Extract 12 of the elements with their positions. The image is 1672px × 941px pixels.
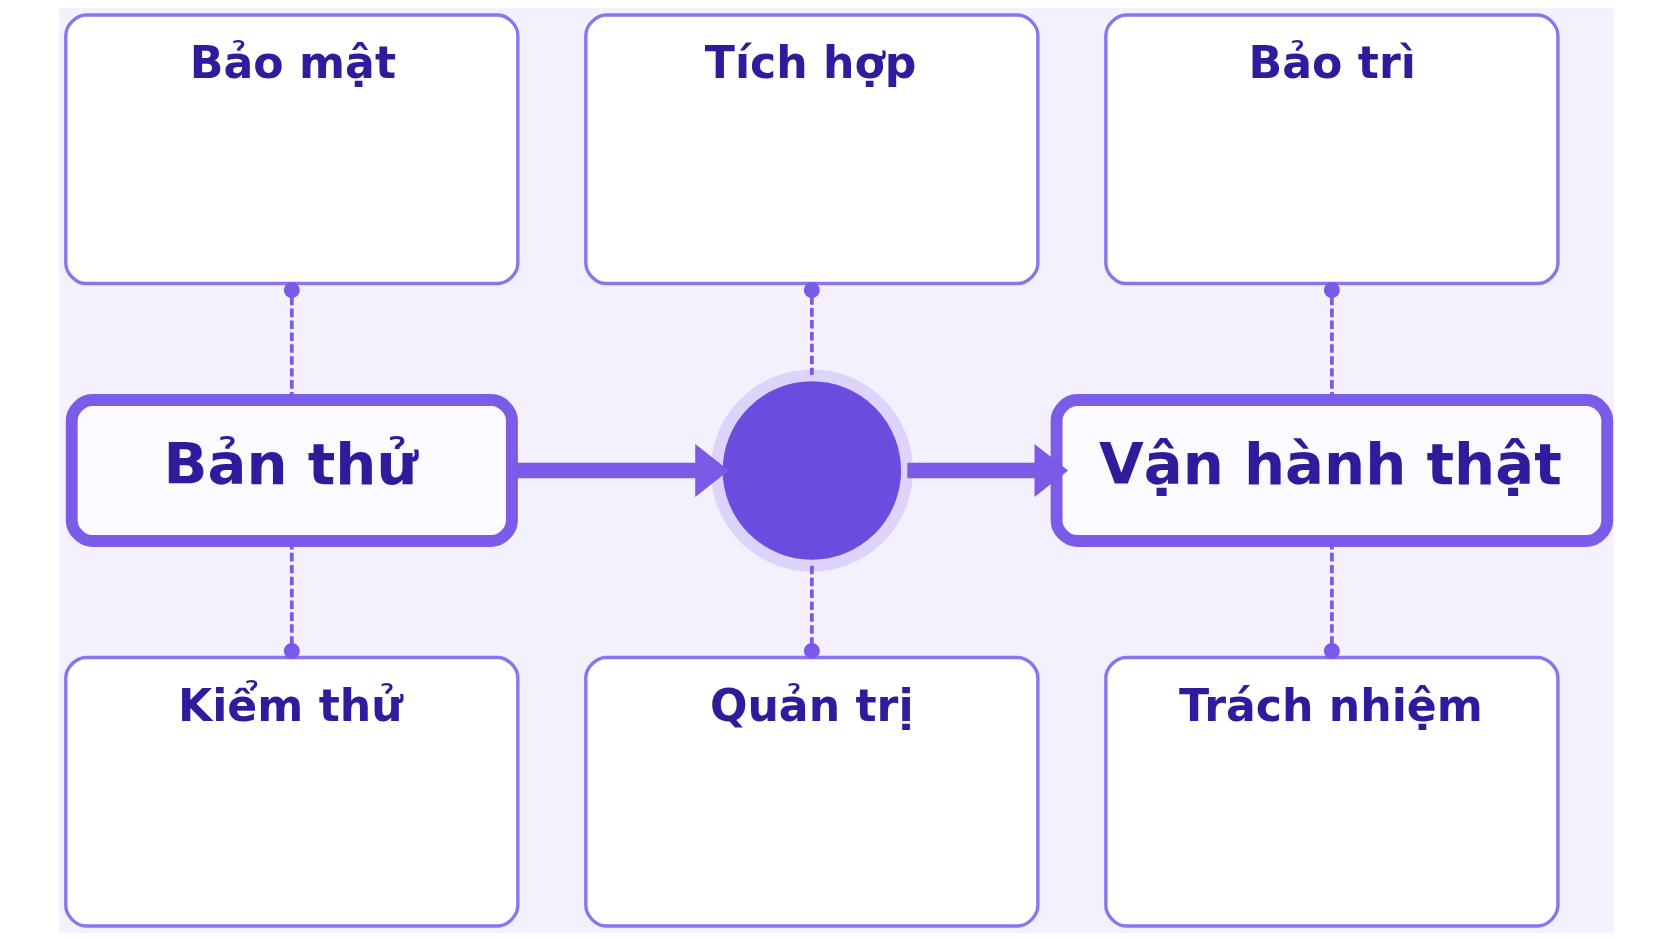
node-box: Bảo mật bbox=[63, 13, 520, 286]
connector bbox=[803, 282, 820, 376]
node-box: Quản trị bbox=[583, 655, 1040, 928]
node-box: Tích hợp bbox=[583, 13, 1040, 286]
arrow bbox=[906, 444, 1068, 497]
node-box: Bảo trì bbox=[1103, 13, 1560, 286]
node-box: Vận hành thật bbox=[1050, 394, 1613, 547]
node-box: Bản thử bbox=[65, 394, 518, 547]
node-circle bbox=[710, 369, 913, 572]
node-box: Trách nhiệm bbox=[1103, 655, 1560, 928]
node-box: Kiểm thử bbox=[63, 655, 520, 928]
connector bbox=[803, 565, 820, 659]
